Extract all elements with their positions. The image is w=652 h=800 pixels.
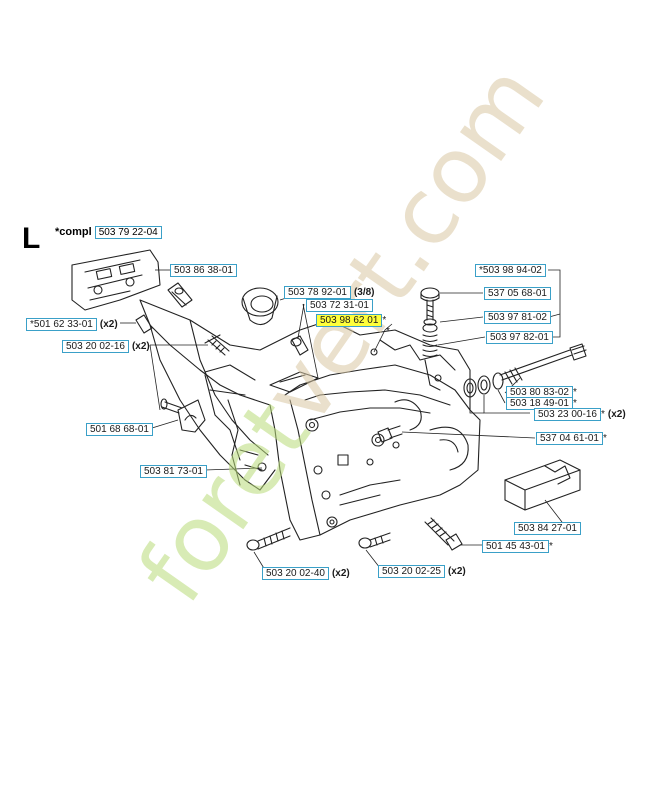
- part-number[interactable]: 503 78 92-01: [284, 286, 351, 299]
- label-503-97-81-02[interactable]: 503 97 81-02: [484, 311, 551, 324]
- part-number[interactable]: 503 72 31-01: [306, 299, 373, 312]
- label-503-84-27-01[interactable]: 503 84 27-01: [514, 522, 581, 535]
- label-503-98-94-02[interactable]: *503 98 94-02: [475, 264, 546, 277]
- compl-text: *compl: [55, 226, 92, 238]
- compl-part-number[interactable]: 503 79 22-04: [94, 226, 162, 239]
- part-number[interactable]: 503 23 00-16: [534, 408, 601, 421]
- asterisk-marker: *: [386, 326, 390, 337]
- label-503-98-62-01[interactable]: 503 98 62 01*: [316, 314, 386, 327]
- part-number[interactable]: 503 97 81-02: [484, 311, 551, 324]
- part-quantity: (3/8): [353, 287, 375, 298]
- part-number[interactable]: 537 05 68-01: [484, 287, 551, 300]
- part-suffix: *: [548, 541, 553, 552]
- part-number[interactable]: 503 20 02-25: [378, 565, 445, 578]
- part-quantity: (x2): [607, 409, 626, 420]
- label-503-72-31-01[interactable]: 503 72 31-01: [306, 299, 373, 312]
- part-suffix: *: [600, 409, 605, 420]
- label-503-20-02-40[interactable]: 503 20 02-40(x2): [262, 567, 350, 580]
- part-quantity: (x2): [331, 568, 350, 579]
- part-number[interactable]: 501 45 43-01: [482, 540, 549, 553]
- part-number[interactable]: 503 20 02-16: [62, 340, 129, 353]
- label-503-23-00-16[interactable]: 503 23 00-16*(x2): [534, 408, 626, 421]
- part-quantity: (x2): [447, 566, 466, 577]
- part-number[interactable]: 537 04 61-01: [536, 432, 603, 445]
- section-letter: L: [22, 222, 41, 255]
- part-number[interactable]: 503 97 82-01: [486, 331, 553, 344]
- part-number[interactable]: *501 62 33-01: [26, 318, 97, 331]
- compl-label: *compl 503 79 22-04: [55, 226, 162, 239]
- label-501-45-43-01[interactable]: 501 45 43-01*: [482, 540, 553, 553]
- part-quantity: (x2): [131, 341, 150, 352]
- label-503-20-02-25[interactable]: 503 20 02-25(x2): [378, 565, 466, 578]
- label-503-78-92-01[interactable]: 503 78 92-01(3/8): [284, 286, 375, 299]
- guard-plate-shape: [71, 249, 161, 311]
- part-number[interactable]: *503 98 94-02: [475, 264, 546, 277]
- label-537-04-61-01[interactable]: 537 04 61-01*: [536, 432, 607, 445]
- part-number[interactable]: 503 81 73-01: [140, 465, 207, 478]
- part-quantity: (x2): [99, 319, 118, 330]
- label-503-97-82-01[interactable]: 503 97 82-01: [486, 331, 553, 344]
- part-suffix: *: [602, 433, 607, 444]
- part-number[interactable]: 503 86 38-01: [170, 264, 237, 277]
- part-number[interactable]: 503 84 27-01: [514, 522, 581, 535]
- label-501-62-33-01[interactable]: *501 62 33-01(x2): [26, 318, 118, 331]
- part-number[interactable]: 503 20 02-40: [262, 567, 329, 580]
- part-number[interactable]: 501 68 68-01: [86, 423, 153, 436]
- part-suffix: *: [382, 315, 387, 326]
- label-501-68-68-01[interactable]: 501 68 68-01: [86, 423, 153, 436]
- label-537-05-68-01[interactable]: 537 05 68-01: [484, 287, 551, 300]
- label-503-81-73-01[interactable]: 503 81 73-01: [140, 465, 207, 478]
- part-suffix: *: [572, 387, 577, 398]
- label-503-20-02-16[interactable]: 503 20 02-16(x2): [62, 340, 150, 353]
- label-503-86-38-01[interactable]: 503 86 38-01: [170, 264, 237, 277]
- part-suffix: *: [572, 398, 577, 409]
- part-number-highlighted[interactable]: 503 98 62 01: [316, 314, 383, 327]
